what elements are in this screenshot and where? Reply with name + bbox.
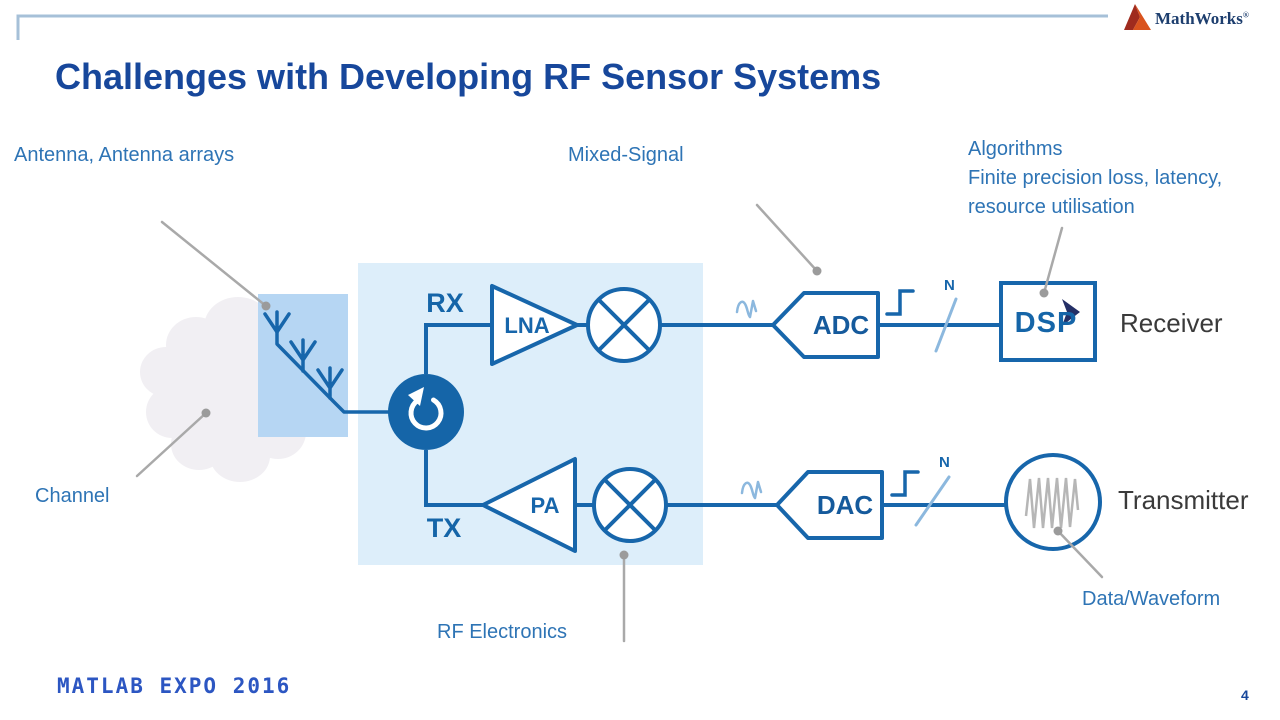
digital-step-icon-rx bbox=[885, 289, 915, 316]
receiver-label: Receiver bbox=[1120, 308, 1223, 338]
tx-mixer-icon bbox=[592, 467, 668, 543]
callout-algorithms-line2: Finite precision loss, latency, bbox=[968, 167, 1223, 189]
dsp-block bbox=[999, 281, 1097, 362]
bus-width-label-rx: N bbox=[944, 277, 955, 294]
logo-right-facet bbox=[1133, 4, 1151, 30]
analog-wave-icon-tx bbox=[740, 480, 763, 500]
adc-label: ADC bbox=[813, 310, 870, 340]
callout-channel: Channel bbox=[35, 485, 110, 507]
logo-left-facet bbox=[1124, 4, 1140, 30]
analog-wave-icon-rx bbox=[735, 299, 758, 319]
callout-line-data-waveform bbox=[1056, 529, 1104, 579]
brand-registered-mark: ® bbox=[1242, 10, 1249, 20]
rx-line-circulator-to-lna bbox=[424, 323, 492, 374]
event-footer: MATLAB EXPO 2016 bbox=[57, 674, 292, 698]
bus-slash-tx bbox=[914, 475, 951, 527]
dac-label: DAC bbox=[817, 490, 874, 520]
circulator-icon bbox=[388, 374, 464, 450]
mathworks-wordmark: MathWorks® bbox=[1155, 9, 1249, 29]
page-title: Challenges with Developing RF Sensor Sys… bbox=[55, 56, 882, 97]
rx-label: RX bbox=[426, 288, 464, 318]
dsp-label: DSP bbox=[1015, 307, 1078, 339]
page-number: 4 bbox=[1241, 687, 1249, 703]
waveform-zigzag bbox=[1024, 477, 1080, 529]
callout-algorithms-line3: resource utilisation bbox=[968, 196, 1135, 218]
signal-lines bbox=[424, 323, 1006, 507]
tx-label: TX bbox=[427, 513, 462, 543]
rx-mixer-icon bbox=[586, 287, 662, 363]
bus-slash-rx bbox=[934, 297, 958, 353]
callout-lines bbox=[135, 203, 1104, 643]
mathworks-logo-icon bbox=[1124, 4, 1151, 30]
callout-mixed-signal: Mixed-Signal bbox=[568, 144, 684, 166]
pa-label: PA bbox=[531, 493, 560, 518]
bus-width-label-tx: N bbox=[939, 454, 950, 471]
cursor-icon bbox=[1062, 299, 1080, 326]
adc-block bbox=[771, 291, 880, 359]
dac-block bbox=[775, 470, 884, 540]
callout-rf-electronics: RF Electronics bbox=[437, 621, 568, 643]
callout-algorithms: Algorithms Finite precision loss, latenc… bbox=[968, 135, 1222, 222]
waveform-source-icon bbox=[1004, 453, 1102, 551]
callout-algorithms-line1: Algorithms bbox=[968, 138, 1063, 160]
brand-name: MathWorks bbox=[1155, 9, 1243, 28]
lna-label: LNA bbox=[504, 313, 549, 338]
pa-amplifier bbox=[481, 457, 577, 553]
callout-line-channel bbox=[135, 411, 208, 478]
callout-line-antenna bbox=[160, 220, 268, 308]
callout-dots bbox=[201, 266, 1063, 560]
antenna-array-icon bbox=[263, 310, 392, 414]
lna-amplifier bbox=[490, 284, 579, 366]
callout-line-mixed-signal bbox=[755, 203, 819, 273]
callout-data-waveform: Data/Waveform bbox=[1082, 588, 1221, 610]
transmitter-label: Transmitter bbox=[1118, 485, 1249, 515]
callout-antenna: Antenna, Antenna arrays bbox=[14, 144, 235, 166]
header-rule bbox=[16, 14, 1108, 40]
digital-step-icon-tx bbox=[890, 470, 920, 497]
callout-line-algorithms bbox=[1042, 226, 1064, 295]
tx-line-circulator-to-pa bbox=[424, 450, 483, 507]
